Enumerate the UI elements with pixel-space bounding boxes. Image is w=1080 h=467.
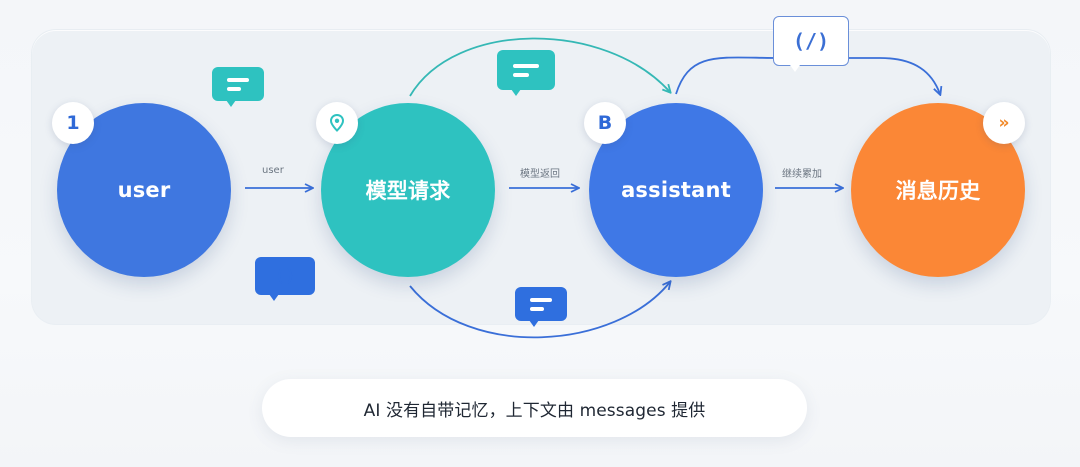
double-chevron-icon: » (998, 113, 1010, 133)
arc-top-request-to-assistant (409, 37, 670, 97)
caption-pill: AI 没有自带记忆，上下文由 messages 提供 (262, 379, 807, 437)
edge-label-accumulate: 继续累加 (782, 169, 822, 180)
location-pin-icon (329, 114, 345, 132)
user-step-badge: 1 (52, 102, 94, 144)
arc-bottom-request-to-assistant (409, 282, 670, 339)
message-history-label: 消息历史 (895, 179, 981, 203)
assistant-badge-letter: B (597, 112, 613, 134)
chat-bubble-icon (497, 50, 555, 96)
user-step-number: 1 (66, 112, 80, 134)
location-pin-badge (316, 102, 358, 144)
caption-text: AI 没有自带记忆，上下文由 messages 提供 (363, 400, 706, 421)
code-bubble-glyph: () (274, 266, 296, 286)
edge-label-model-return: 模型返回 (520, 169, 560, 180)
assistant-node-label: assistant (621, 178, 731, 202)
code-bubble-outline-icon: (/) (773, 16, 849, 74)
code-bubble-icon: () (255, 257, 315, 301)
chat-bubble-icon (212, 67, 264, 107)
chat-bubble-icon (515, 287, 567, 327)
assistant-badge: B (584, 102, 626, 144)
edge-label-user: user (262, 165, 284, 176)
history-badge: » (983, 102, 1025, 144)
user-node-label: user (117, 178, 171, 202)
code-bubble-outline-glyph: (/) (792, 29, 830, 53)
model-request-label: 模型请求 (365, 179, 451, 203)
